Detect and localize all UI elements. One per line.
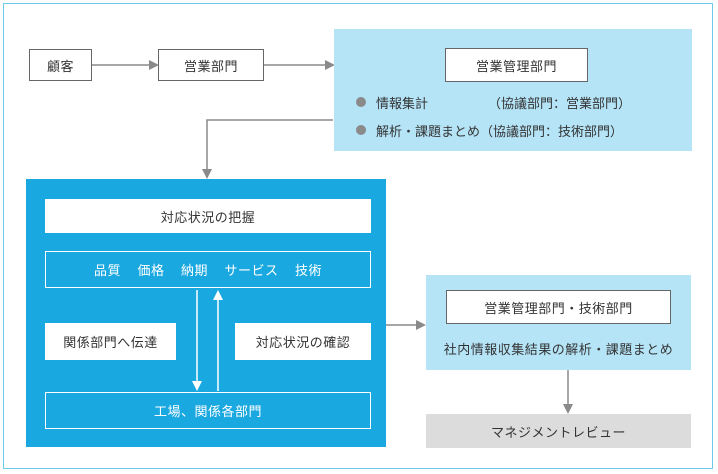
bullet-dot-icon bbox=[356, 97, 366, 107]
category-delivery: 納期 bbox=[180, 264, 208, 279]
grasp-status-box: 対応状況の把握 bbox=[45, 199, 371, 233]
category-technology: 技術 bbox=[294, 264, 322, 279]
note-label: 解析・課題まとめ bbox=[376, 124, 481, 140]
sales-dept-box: 営業部門 bbox=[158, 49, 264, 81]
management-review-box: マネジメントレビュー bbox=[426, 414, 691, 448]
customer-box: 顧客 bbox=[29, 49, 92, 81]
factory-box: 工場、関係各部門 bbox=[45, 392, 371, 429]
communicate-box: 関係部門へ伝達 bbox=[45, 323, 176, 360]
mgmt-tech-box: 営業管理部門・技術部門 bbox=[446, 290, 671, 324]
bullet-dot-icon bbox=[356, 125, 366, 135]
confirm-status-box: 対応状況の確認 bbox=[235, 323, 371, 360]
diagram-frame bbox=[3, 3, 713, 469]
sales-mgmt-box: 営業管理部門 bbox=[445, 48, 588, 82]
arrow-mgmt-to-grasp bbox=[202, 119, 333, 179]
note-analysis-summary: 解析・課題まとめ （協議部門：技術部門） bbox=[356, 121, 624, 140]
note-detail: （協議部門：技術部門） bbox=[480, 124, 624, 140]
note-detail: （協議部門：営業部門） bbox=[488, 96, 632, 112]
note-info-aggregation: 情報集計 （協議部門：営業部門） bbox=[356, 93, 632, 112]
category-service: サービス bbox=[224, 264, 279, 279]
category-price: 価格 bbox=[137, 264, 165, 279]
category-quality: 品質 bbox=[94, 264, 122, 279]
analysis-summary-text: 社内情報収集結果の解析・課題まとめ bbox=[443, 342, 674, 358]
categories-box: 品質 価格 納期 サービス 技術 bbox=[45, 251, 371, 288]
note-label: 情報集計 bbox=[376, 96, 429, 112]
